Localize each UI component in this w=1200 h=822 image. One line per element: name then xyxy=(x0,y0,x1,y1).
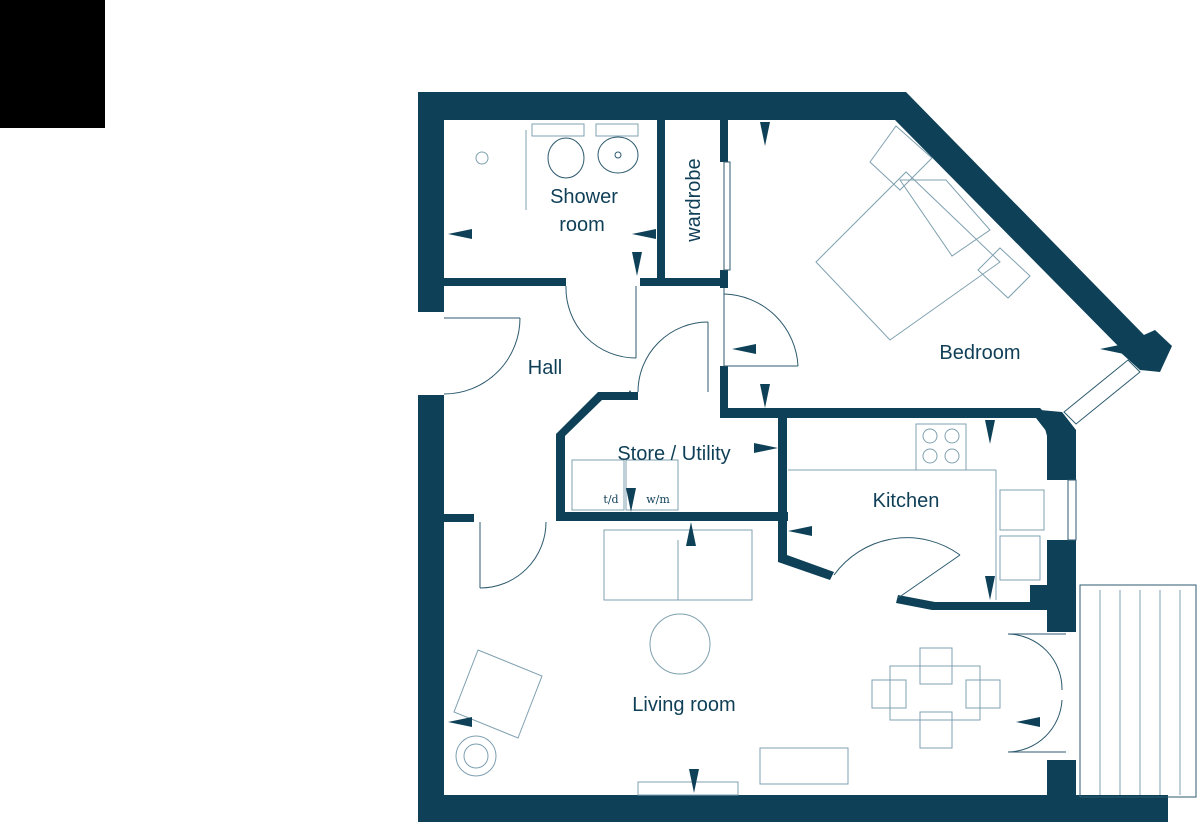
store-fixtures xyxy=(571,459,679,511)
kitchen-fixtures xyxy=(788,423,1045,600)
living-room-furniture xyxy=(453,529,1001,796)
shower-room-label-line1: Shower xyxy=(550,186,618,208)
bedroom-furniture xyxy=(815,125,1031,341)
washing-machine-label: w/m xyxy=(646,493,670,506)
shower-room-label-line2: room xyxy=(559,214,605,236)
wardrobe-label: wardrobe xyxy=(683,158,705,242)
living-room-label: Living room xyxy=(632,694,735,716)
windows xyxy=(723,161,1141,541)
bedroom-label: Bedroom xyxy=(939,342,1020,364)
outer-walls xyxy=(418,92,1172,822)
kitchen-label: Kitchen xyxy=(873,490,940,512)
shower-room-fixtures xyxy=(475,123,639,210)
internal-walls xyxy=(444,120,1060,610)
arrow-markers xyxy=(448,122,1124,793)
tumble-dryer-label: t/d xyxy=(603,493,618,506)
doors xyxy=(443,285,1066,753)
store-utility-label: Store / Utility xyxy=(617,443,730,465)
hall-label: Hall xyxy=(528,357,562,379)
corner-swatch xyxy=(0,0,105,128)
balcony xyxy=(1079,584,1197,798)
